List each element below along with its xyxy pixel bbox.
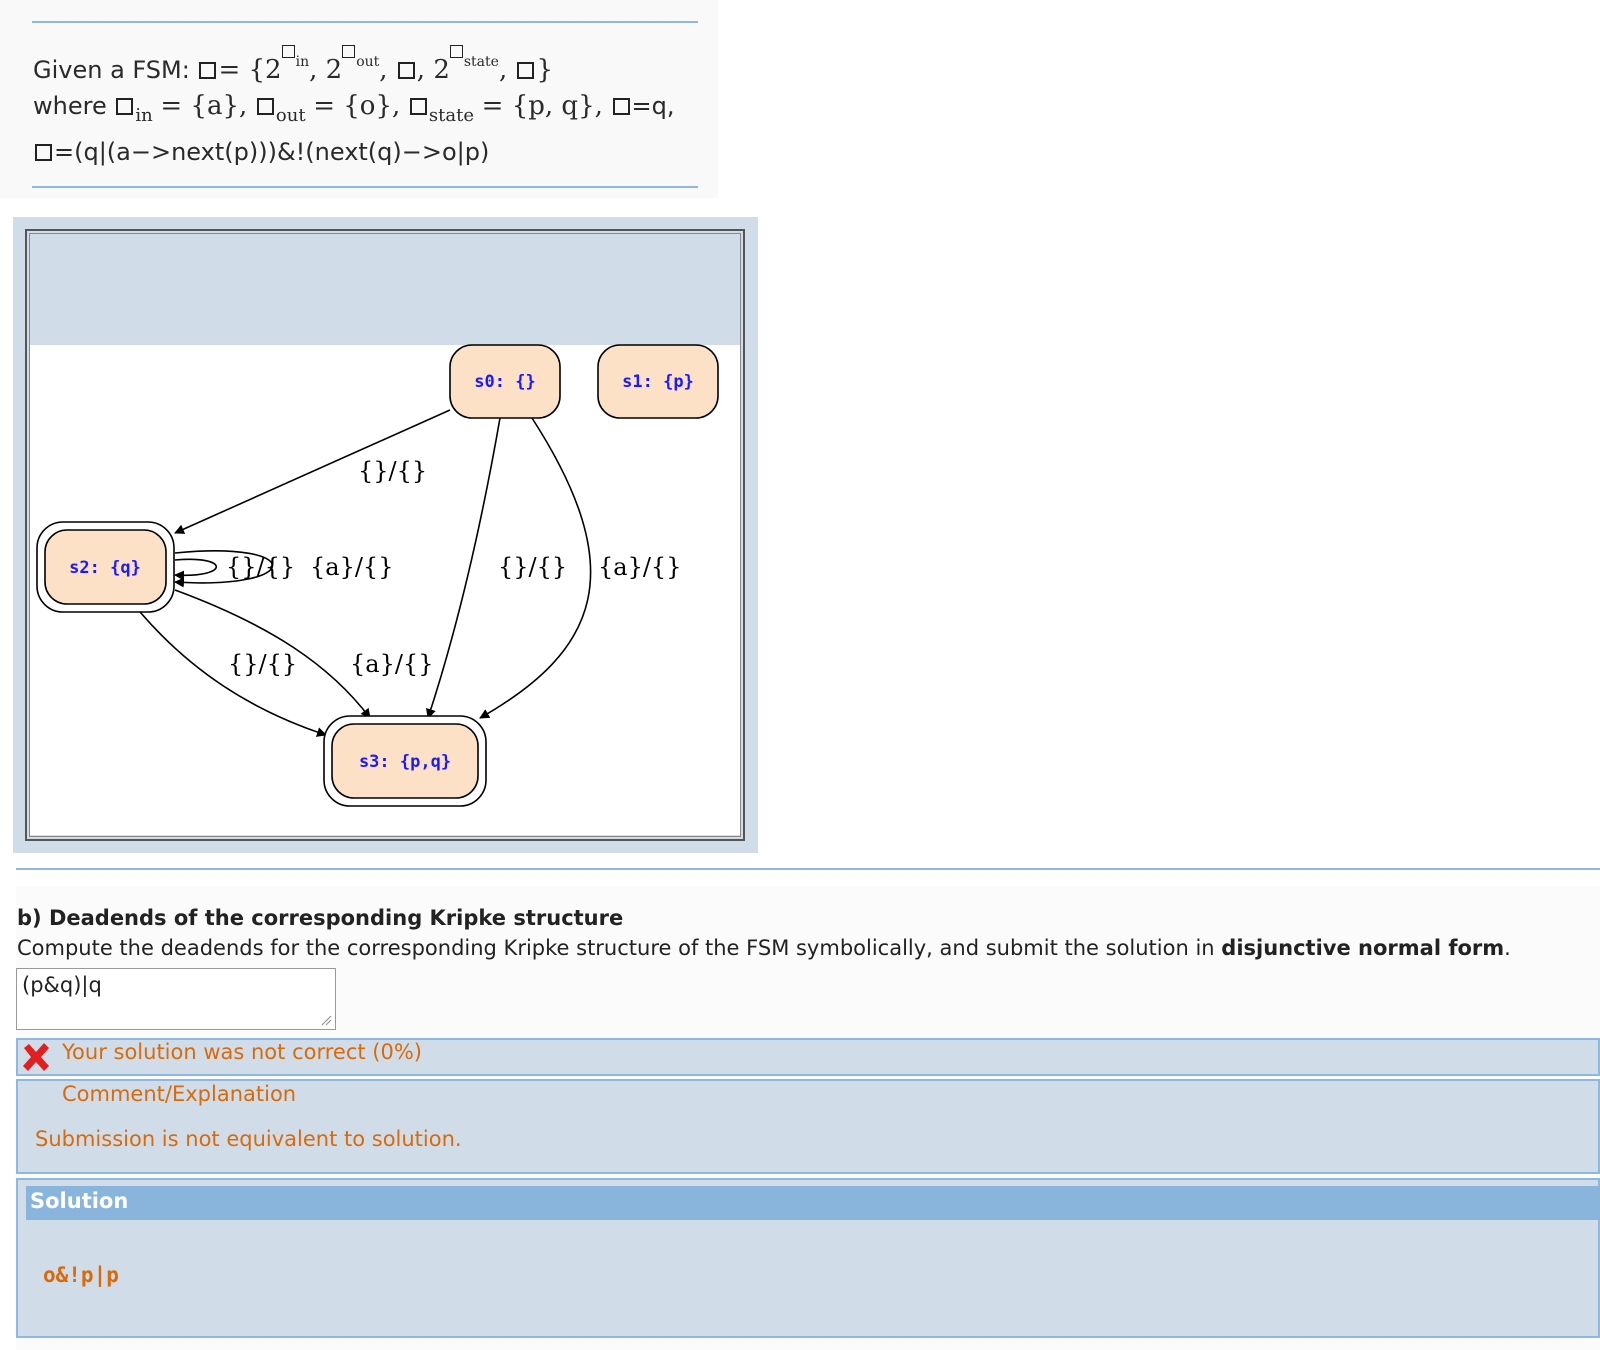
- sub-state: state: [428, 105, 475, 126]
- self-loop-empty: [174, 558, 218, 581]
- edge-s0-s2: [174, 409, 451, 534]
- sup-in: in: [295, 54, 310, 70]
- fsm-where: where: [33, 92, 107, 120]
- comment-panel: [16, 1079, 1600, 1174]
- divider: [32, 21, 698, 23]
- state-label: s3: {p,q}: [359, 752, 451, 772]
- resize-grip-icon[interactable]: [320, 1014, 332, 1026]
- answer-textarea[interactable]: (p&q)|q: [16, 968, 336, 1030]
- fsm-line-2: where in = {a}, out = {o}, state = {p, q…: [33, 88, 675, 134]
- edge-label: {a}/{}: [310, 553, 393, 581]
- edge-label: {}/{}: [228, 650, 297, 678]
- state-s2-node: [44, 529, 167, 605]
- state-label: s0: {}: [474, 372, 535, 392]
- edge-s2-s3-a: [174, 589, 371, 719]
- edge-label: {a}/{}: [350, 650, 433, 678]
- fsm-graph: {}/{} {}/{} {a}/{} {}/{} {a}/{} {}/{} {a…: [36, 344, 719, 807]
- divider: [32, 186, 698, 188]
- box-glyph: [612, 98, 630, 115]
- init-state: =q,: [631, 92, 675, 120]
- state-set: = {p, q},: [481, 91, 603, 121]
- feedback-bar: [16, 1038, 1600, 1076]
- solution-header: [26, 1186, 1600, 1220]
- fsm-set-open: = {2: [218, 55, 282, 85]
- edge-label: {a}/{}: [598, 553, 681, 581]
- state-s0-node: [449, 344, 561, 419]
- box-glyph: [409, 98, 427, 115]
- feedback-result: Your solution was not correct (0%): [62, 1040, 422, 1064]
- divider: [16, 868, 1600, 870]
- edge-s0-s3-empty: [426, 417, 501, 719]
- box-glyph: [517, 62, 535, 79]
- error-x-icon: [23, 1043, 49, 1071]
- edge-s2-s3-empty: [139, 611, 327, 737]
- comment-text: Submission is not equivalent to solution…: [35, 1127, 462, 1151]
- comment-title: Comment/Explanation: [62, 1082, 297, 1106]
- answer-value: (p&q)|q: [22, 973, 102, 997]
- edge-label: {}/{}: [498, 553, 567, 581]
- desc-text: Compute the deadends for the correspondi…: [17, 936, 1222, 960]
- box-glyph: [397, 62, 415, 79]
- state-label: s2: {q}: [69, 558, 141, 578]
- fsm-intro: Given a FSM:: [33, 56, 190, 84]
- section-title: b) Deadends of the corresponding Kripke …: [17, 906, 624, 930]
- sup-state: state: [463, 54, 499, 70]
- transition-formula: =(q|(a−>next(p)))&!(next(q)−>o|p): [54, 138, 490, 166]
- edge-s0-s3-a: [479, 417, 592, 719]
- box-glyph: [199, 62, 217, 79]
- state-s1-node: [597, 344, 719, 419]
- solution-value: o&!p|p: [43, 1263, 119, 1287]
- desc-bold: disjunctive normal form: [1221, 936, 1505, 960]
- sub-out: out: [275, 105, 306, 126]
- self-loop-a: [174, 550, 274, 588]
- state-s3-node: [331, 723, 479, 799]
- edge-label: {}/{}: [226, 553, 295, 581]
- box-glyph: [256, 98, 274, 115]
- out-set: = {o},: [313, 91, 401, 121]
- diagram-frame-inner: [29, 233, 741, 837]
- section-description: Compute the deadends for the correspondi…: [17, 936, 1511, 960]
- box-glyph: [116, 98, 134, 115]
- sup-out: out: [356, 54, 380, 70]
- fsm-line-3: =(q|(a−>next(p)))&!(next(q)−>o|p): [33, 134, 675, 170]
- in-set: = {a},: [160, 91, 248, 121]
- solution-title: Solution: [30, 1189, 129, 1213]
- edge-label: {}/{}: [358, 457, 427, 485]
- sub-in: in: [135, 105, 153, 126]
- desc-suffix: .: [1504, 936, 1511, 960]
- box-glyph: [35, 144, 52, 161]
- state-label: s1: {p}: [622, 372, 694, 392]
